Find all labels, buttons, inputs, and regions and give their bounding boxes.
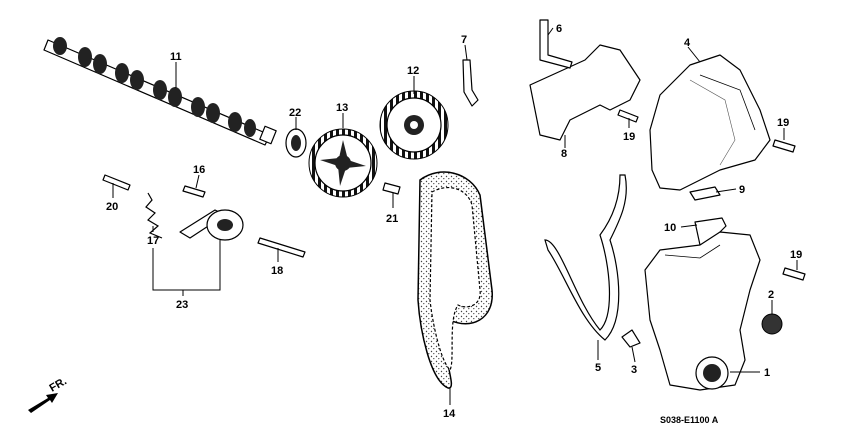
callout-17: 17 bbox=[147, 235, 159, 247]
spring bbox=[145, 192, 163, 239]
callout-7: 7 bbox=[461, 34, 467, 46]
tensioner bbox=[179, 209, 244, 241]
callout-19c: 19 bbox=[790, 249, 802, 261]
callout-20: 20 bbox=[106, 201, 118, 213]
callout-12: 12 bbox=[407, 65, 419, 77]
callout-18: 18 bbox=[271, 265, 283, 277]
callout-10: 10 bbox=[664, 222, 676, 234]
callout-23: 23 bbox=[176, 299, 188, 311]
callout-16: 16 bbox=[193, 164, 205, 176]
lower-cover bbox=[644, 231, 761, 391]
callout-11: 11 bbox=[170, 51, 182, 63]
cover-seal bbox=[689, 186, 727, 246]
callout-6: 6 bbox=[556, 23, 562, 35]
camshaft-pulley-right bbox=[379, 90, 449, 160]
cover-clip bbox=[621, 329, 641, 348]
callout-2: 2 bbox=[768, 289, 774, 301]
callout-22: 22 bbox=[289, 107, 301, 119]
diagram-code: S038-E1100 A bbox=[660, 415, 719, 425]
back-cover bbox=[529, 19, 641, 141]
callout-1: 1 bbox=[764, 367, 770, 379]
cap bbox=[761, 313, 783, 335]
camshaft-pulley-left bbox=[308, 128, 378, 198]
callout-19b: 19 bbox=[777, 117, 789, 129]
timing-belt bbox=[417, 171, 493, 389]
direction-label: FR. bbox=[48, 375, 69, 394]
callout-4: 4 bbox=[684, 37, 691, 49]
cover-gasket bbox=[544, 174, 627, 341]
callout-19a: 19 bbox=[623, 131, 635, 143]
clip bbox=[462, 59, 479, 107]
bolt bbox=[102, 109, 806, 281]
camshaft bbox=[43, 37, 277, 146]
callout-14: 14 bbox=[443, 408, 456, 420]
callout-13: 13 bbox=[336, 102, 348, 114]
leader-lines bbox=[112, 27, 798, 405]
callout-5: 5 bbox=[595, 362, 601, 374]
callout-labels: 1 2 3 4 5 6 7 8 9 10 11 12 13 14 16 17 1… bbox=[106, 23, 802, 420]
callout-8: 8 bbox=[561, 148, 567, 160]
callout-21: 21 bbox=[386, 213, 398, 225]
callout-3: 3 bbox=[631, 364, 637, 376]
upper-cover bbox=[649, 54, 771, 191]
oil-seal bbox=[285, 128, 307, 158]
front-direction-arrow: FR. bbox=[28, 375, 69, 413]
callout-9: 9 bbox=[739, 184, 745, 196]
